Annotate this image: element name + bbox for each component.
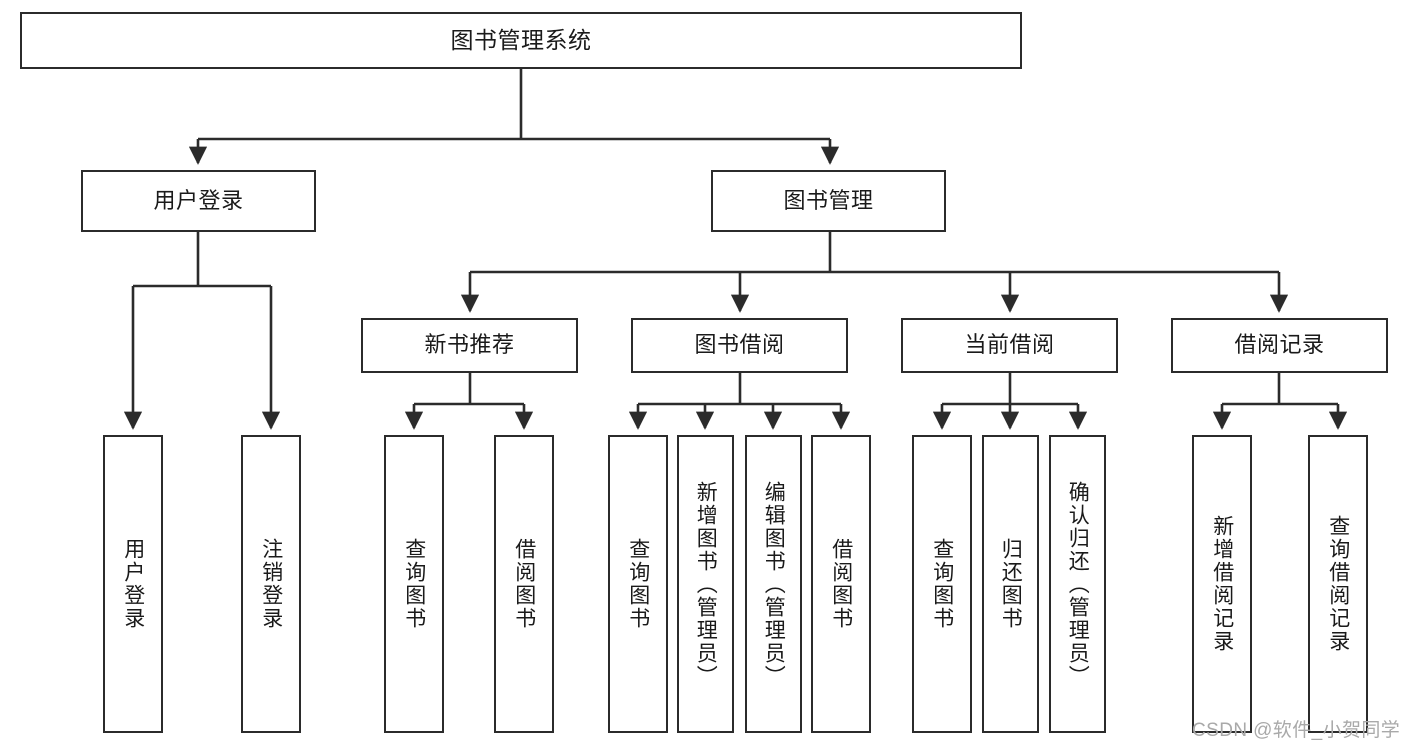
leaf-query-borrow-record[interactable]: 查询借阅记录 <box>1308 435 1368 733</box>
node-label: 查询借阅记录 <box>1326 515 1350 653</box>
leaf-query-book-recommend[interactable]: 查询图书 <box>384 435 444 733</box>
node-label: 图书借阅 <box>694 332 785 358</box>
leaf-edit-book-admin[interactable]: 编辑图书（管理员） <box>745 435 802 733</box>
leaf-logout-login[interactable]: 注销登录 <box>241 435 301 733</box>
node-label: 图书管理系统 <box>450 26 592 53</box>
csdn-watermark: CSDN @软件_小贺同学 <box>1192 720 1401 741</box>
node-label: 新增图书（管理员） <box>694 480 718 688</box>
node-current-borrow[interactable]: 当前借阅 <box>901 318 1118 373</box>
leaf-add-borrow-record[interactable]: 新增借阅记录 <box>1192 435 1252 733</box>
node-label: 确认归还（管理员） <box>1066 480 1090 688</box>
node-root-book-management-system[interactable]: 图书管理系统 <box>20 12 1022 69</box>
node-label: 用户登录 <box>121 538 145 630</box>
node-label: 查询图书 <box>402 538 426 630</box>
leaf-query-book-borrow[interactable]: 查询图书 <box>608 435 668 733</box>
node-label: 借阅图书 <box>829 538 853 630</box>
node-label: 图书管理 <box>783 187 874 213</box>
node-user-login[interactable]: 用户登录 <box>81 170 316 232</box>
leaf-confirm-return-admin[interactable]: 确认归还（管理员） <box>1049 435 1106 733</box>
node-book-management[interactable]: 图书管理 <box>711 170 946 232</box>
node-label: 用户登录 <box>153 187 244 213</box>
leaf-borrow-book[interactable]: 借阅图书 <box>811 435 871 733</box>
node-label: 注销登录 <box>259 538 283 630</box>
leaf-query-book-current[interactable]: 查询图书 <box>912 435 972 733</box>
node-label: 借阅记录 <box>1234 332 1325 358</box>
node-new-book-recommend[interactable]: 新书推荐 <box>361 318 578 373</box>
node-label: 当前借阅 <box>964 332 1055 358</box>
leaf-add-book-admin[interactable]: 新增图书（管理员） <box>677 435 734 733</box>
node-label: 新书推荐 <box>424 332 515 358</box>
node-borrow-record[interactable]: 借阅记录 <box>1171 318 1388 373</box>
leaf-borrow-book-recommend[interactable]: 借阅图书 <box>494 435 554 733</box>
node-label: 编辑图书（管理员） <box>762 480 786 688</box>
node-label: 归还图书 <box>999 538 1023 630</box>
node-label: 新增借阅记录 <box>1210 515 1234 653</box>
node-label: 借阅图书 <box>512 538 536 630</box>
leaf-user-login[interactable]: 用户登录 <box>103 435 163 733</box>
node-book-borrow[interactable]: 图书借阅 <box>631 318 848 373</box>
node-label: 查询图书 <box>930 538 954 630</box>
node-label: 查询图书 <box>626 538 650 630</box>
leaf-return-book[interactable]: 归还图书 <box>982 435 1039 733</box>
